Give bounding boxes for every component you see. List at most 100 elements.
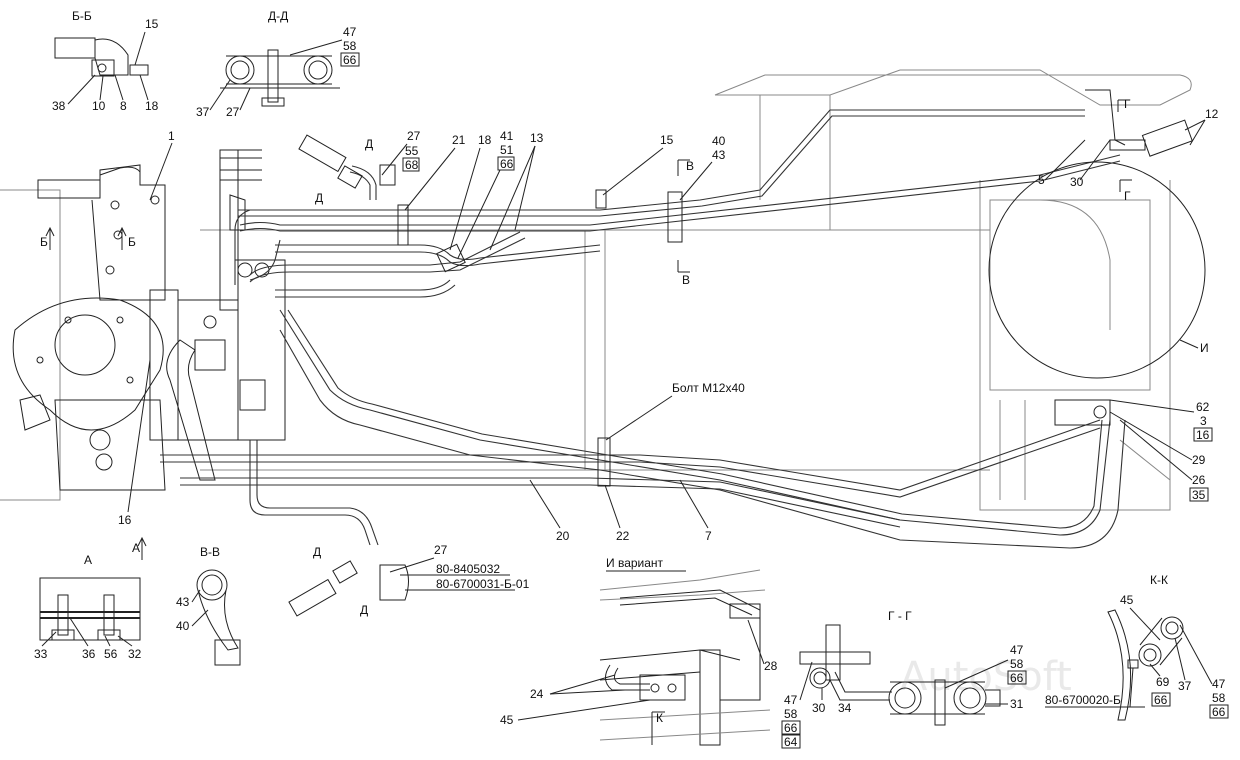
kk-part: 80-6700020-Б — [1045, 693, 1121, 707]
section-i-variant: И вариант 24 45 28 К — [500, 556, 778, 746]
bb-label-15: 15 — [145, 17, 159, 31]
kk-label-58: 58 — [1212, 691, 1226, 705]
hydraulic-tubes — [160, 89, 1193, 549]
section-dd-title: Д-Д — [268, 9, 288, 23]
section-gg-title: Г - Г — [888, 609, 912, 623]
callout-55: 55 — [405, 144, 419, 158]
section-dd: Д-Д 47 58 66 37 27 — [196, 9, 360, 119]
section-kk-title: К-К — [1150, 573, 1168, 587]
kk-label-69: 69 — [1156, 675, 1170, 689]
marker-d-top2: Д — [315, 191, 323, 205]
marker-i: И — [1200, 341, 1209, 355]
callout-41: 41 — [500, 129, 514, 143]
callout-7: 7 — [705, 529, 712, 543]
callout-21: 21 — [452, 133, 466, 147]
a-label-33: 33 — [34, 647, 48, 661]
marker-k: К — [656, 711, 663, 725]
kk-label-66b: 66 — [1154, 693, 1168, 707]
gg-label-31: 31 — [1010, 697, 1024, 711]
callout-27b: 27 — [434, 543, 448, 557]
callout-26: 26 — [1192, 473, 1206, 487]
kk-label-47: 47 — [1212, 677, 1226, 691]
callout-22: 22 — [616, 529, 630, 543]
callout-13: 13 — [530, 131, 544, 145]
callout-62: 62 — [1196, 400, 1210, 414]
marker-d-bot1: Д — [313, 545, 321, 559]
main-callouts: 1 16 27 55 68 21 18 41 51 66 13 15 40 43… — [118, 107, 1219, 591]
gg-l-58: 58 — [784, 707, 798, 721]
marker-a: А — [132, 541, 140, 555]
marker-v-bot: В — [682, 273, 690, 287]
gg-label-47: 47 — [1010, 643, 1024, 657]
callout-bolt: Болт М12х40 — [672, 381, 745, 395]
gg-label-30: 30 — [812, 701, 826, 715]
callout-16a: 16 — [118, 513, 132, 527]
marker-g-top: Г — [1124, 97, 1131, 111]
section-bb-title: Б-Б — [72, 9, 92, 23]
section-vv-title: В-В — [200, 545, 220, 559]
section-gg: Г - Г 47 58 66 30 34 31 47 58 66 64 — [781, 609, 1027, 749]
callout-12: 12 — [1205, 107, 1219, 121]
gg-l-66: 66 — [784, 721, 798, 735]
quick-couplings — [288, 134, 409, 617]
dd-label-47: 47 — [343, 25, 357, 39]
detail-circle-i — [988, 161, 1206, 379]
gg-label-58: 58 — [1010, 657, 1024, 671]
a-label-32: 32 — [128, 647, 142, 661]
a-label-36: 36 — [82, 647, 96, 661]
section-markers: Б Б А Д Д Д Д В В Г Г И — [40, 97, 1209, 617]
callout-3: 3 — [1200, 414, 1207, 428]
callout-68: 68 — [405, 158, 419, 172]
clamps — [397, 189, 683, 487]
marker-g-bot: Г — [1124, 189, 1131, 203]
callout-16b: 16 — [1196, 428, 1210, 442]
callout-27a: 27 — [407, 129, 421, 143]
watermark: AutoSoft — [900, 654, 1072, 700]
dd-label-58: 58 — [343, 39, 357, 53]
bb-label-8: 8 — [120, 99, 127, 113]
callout-5: 5 — [1038, 173, 1045, 187]
gg-label-34: 34 — [838, 701, 852, 715]
i-label-45: 45 — [500, 713, 514, 727]
callout-51: 51 — [500, 143, 514, 157]
bb-label-38: 38 — [52, 99, 66, 113]
marker-b-left: Б — [40, 235, 48, 249]
marker-d-bot2: Д — [360, 603, 368, 617]
callout-30a: 30 — [1070, 175, 1084, 189]
callout-29: 29 — [1192, 453, 1206, 467]
dd-label-66: 66 — [343, 53, 357, 67]
callout-35: 35 — [1192, 488, 1206, 502]
dd-label-27: 27 — [226, 105, 240, 119]
callout-15a: 15 — [660, 133, 674, 147]
frame-outline — [0, 69, 1192, 511]
kk-label-37: 37 — [1178, 679, 1192, 693]
vv-label-40: 40 — [176, 619, 190, 633]
callout-20: 20 — [556, 529, 570, 543]
gg-l-64: 64 — [784, 735, 798, 749]
kk-label-45: 45 — [1120, 593, 1134, 607]
callout-part2: 80-6700031-Б-01 — [436, 577, 530, 591]
gg-label-66: 66 — [1010, 671, 1024, 685]
callout-18a: 18 — [478, 133, 492, 147]
bb-label-10: 10 — [92, 99, 106, 113]
marker-v-top: В — [686, 159, 694, 173]
bb-label-18: 18 — [145, 99, 159, 113]
section-a-title: А — [84, 553, 92, 567]
callout-66a: 66 — [500, 157, 514, 171]
a-label-56: 56 — [104, 647, 118, 661]
i-label-28: 28 — [764, 659, 778, 673]
section-i-title: И вариант — [606, 556, 664, 570]
callout-43a: 43 — [712, 148, 726, 162]
callout-1: 1 — [168, 129, 175, 143]
section-vv: В-В 43 40 — [176, 545, 241, 666]
gg-l-47: 47 — [784, 693, 798, 707]
marker-d-top1: Д — [365, 137, 373, 151]
callout-part1: 80-8405032 — [436, 562, 500, 576]
i-label-24: 24 — [530, 687, 544, 701]
section-a: А 33 36 56 32 — [34, 553, 142, 661]
kk-label-66: 66 — [1212, 705, 1226, 719]
callout-40a: 40 — [712, 134, 726, 148]
marker-b-right: Б — [128, 235, 136, 249]
